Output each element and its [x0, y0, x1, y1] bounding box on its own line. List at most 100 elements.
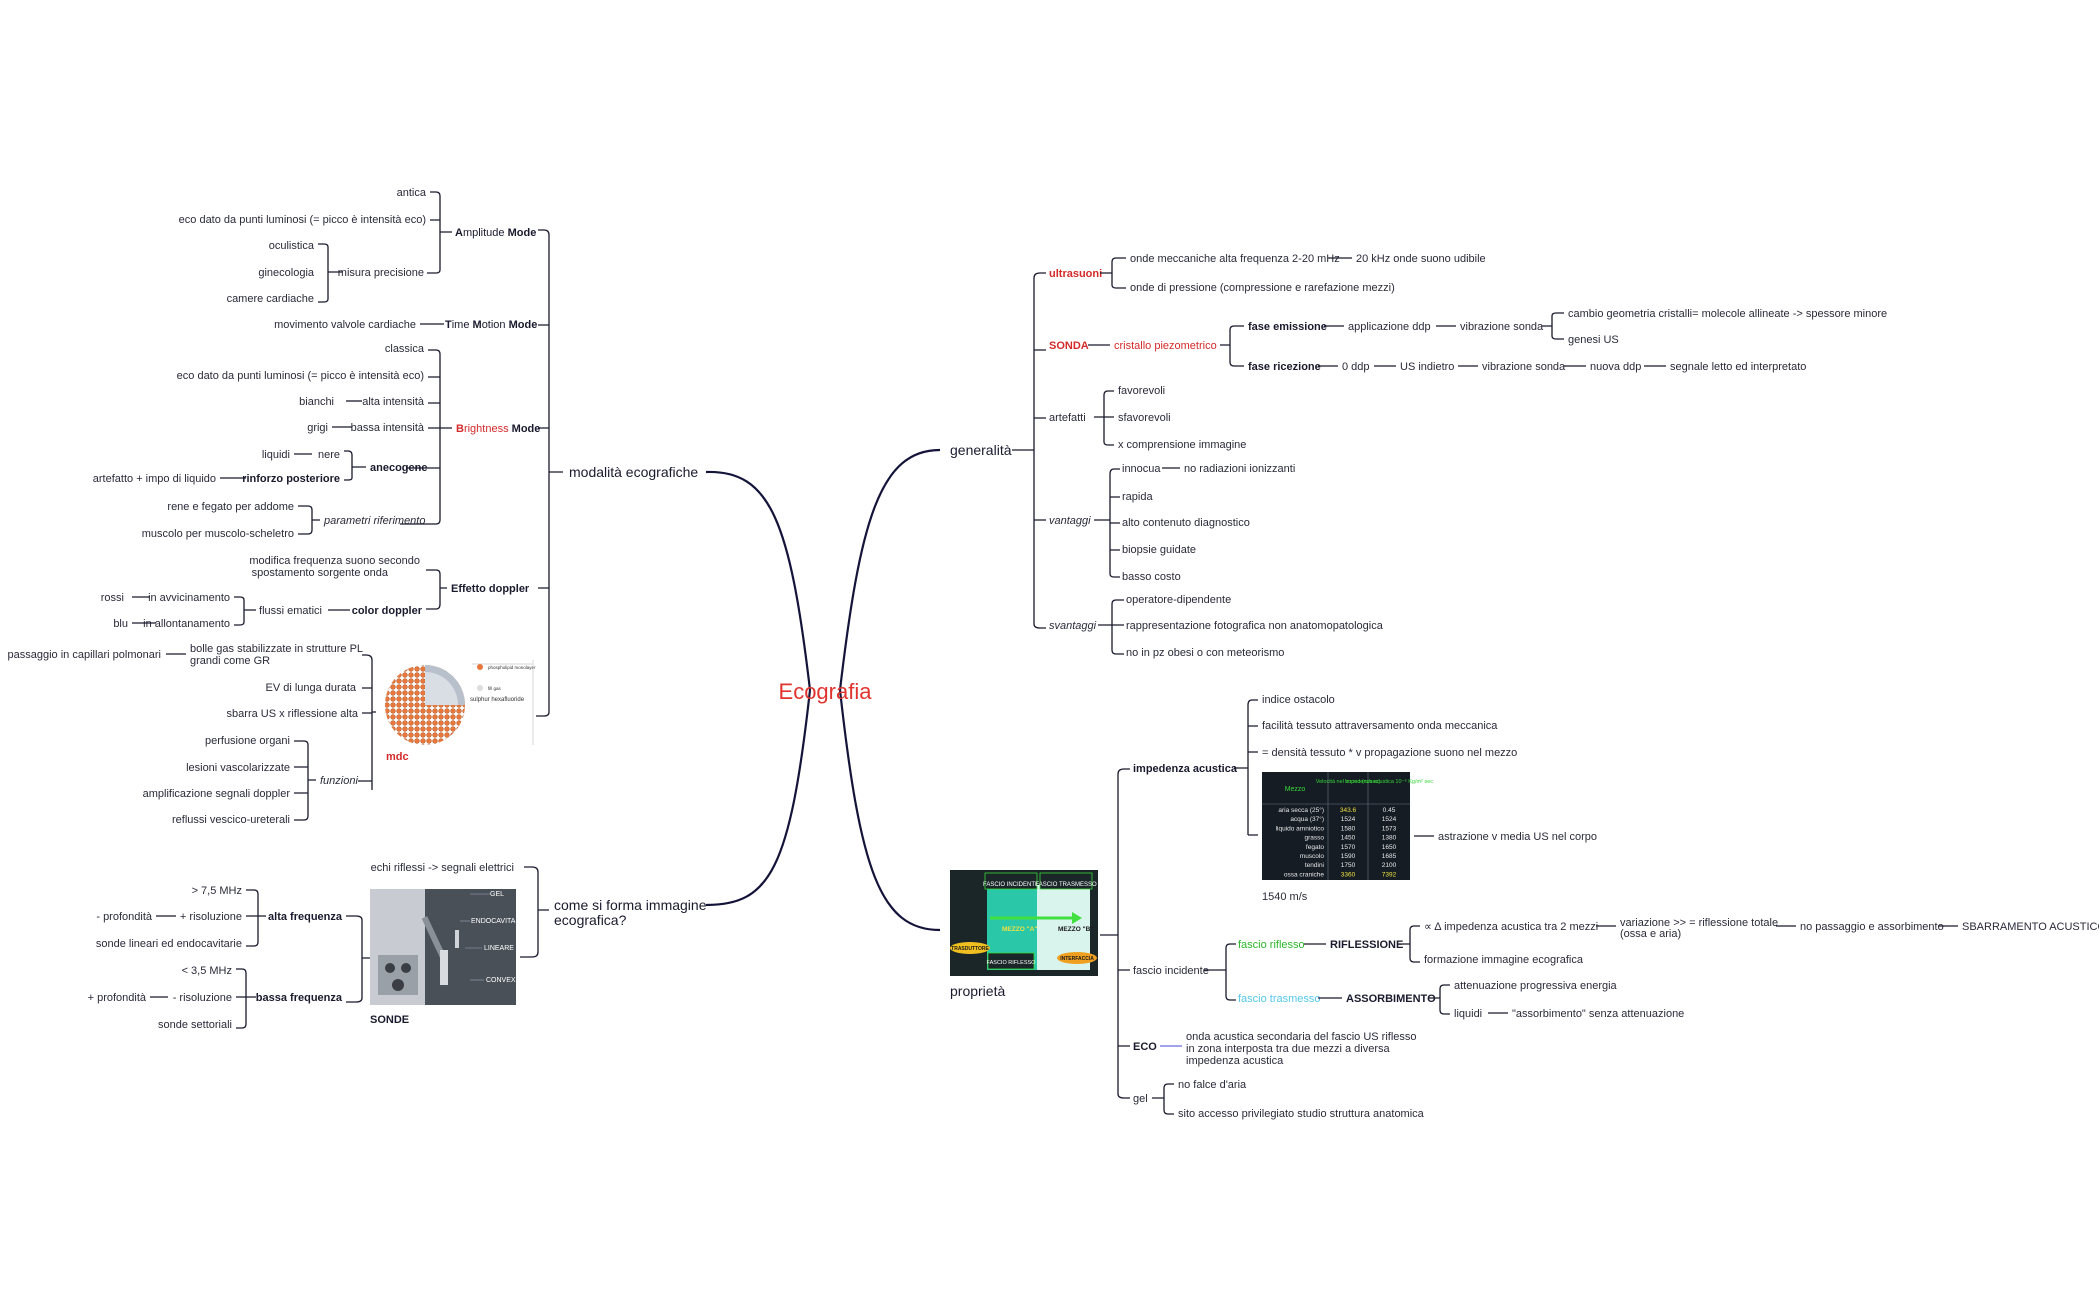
bassa-frequenza[interactable]: bassa frequenza: [256, 992, 343, 1004]
vantaggi-label[interactable]: vantaggi: [1049, 515, 1091, 527]
table-cell: aria secca (25°): [1278, 806, 1324, 814]
alta-sonde: sonde lineari ed endocavitarie: [96, 938, 242, 950]
sonde-img-convex: CONVEX: [486, 977, 516, 984]
sonda-cristallo: cristallo piezometrico: [1114, 340, 1217, 352]
doppler-rossi: rossi: [101, 592, 124, 604]
bmode-bassa: bassa intensità: [351, 422, 425, 434]
amode-item-1: antica: [397, 187, 427, 199]
bmode-classica: classica: [385, 343, 425, 355]
img-trasduttore: TRASDUTTORE: [951, 946, 989, 952]
sonde-label[interactable]: SONDE: [370, 1014, 409, 1026]
funz-item-1: perfusione organi: [205, 735, 290, 747]
bmode-eco: eco dato da punti luminosi (= picco è in…: [177, 370, 424, 382]
img-fascio-rifl: FASCIO RIFLESSO: [987, 960, 1037, 966]
table-header-3: Impedenza acustica 10⁻⁶ Kg/m² sec: [1345, 778, 1433, 785]
fascio-no-pass: no passaggio e assorbimento: [1800, 921, 1944, 933]
immagine-label-2[interactable]: ecografica?: [554, 912, 627, 928]
fascio-riflesso[interactable]: fascio riflesso: [1238, 939, 1305, 951]
bassa-meno: - risoluzione: [173, 992, 232, 1004]
eco-line-3: impedenza acustica: [1186, 1055, 1284, 1067]
vantaggi-innocua: innocua: [1122, 463, 1161, 475]
amode-misura: misura precisione: [338, 267, 424, 279]
tmmode-item: movimento valvole cardiache: [274, 319, 416, 331]
svantaggi-label[interactable]: svantaggi: [1049, 620, 1097, 632]
impedenza-label[interactable]: impedenza acustica: [1133, 763, 1238, 775]
amode-item-2: eco dato da punti luminosi (= picco è in…: [179, 214, 426, 226]
modalita-connectors: [376, 229, 563, 717]
table-header-1: Mezzo: [1285, 786, 1306, 793]
vantaggi-item-1: rapida: [1122, 491, 1153, 503]
fascio-riflessione[interactable]: RIFLESSIONE: [1330, 939, 1403, 951]
table-cell: 1450: [1341, 835, 1356, 842]
impedenza-astrazione: astrazione v media US nel corpo: [1438, 831, 1597, 843]
funz-item-3: amplificazione segnali doppler: [143, 788, 291, 800]
eco-label[interactable]: ECO: [1133, 1041, 1157, 1053]
sonda-label[interactable]: SONDA: [1049, 340, 1089, 352]
mdc-label[interactable]: mdc: [386, 751, 409, 763]
proprieta-label[interactable]: proprietà: [950, 983, 1005, 999]
artefatti-item-1: favorevoli: [1118, 385, 1165, 397]
generalita-label[interactable]: generalità: [950, 442, 1012, 458]
bmode-anecogene[interactable]: anecogene: [370, 462, 427, 474]
table-cell: 1570: [1341, 844, 1356, 851]
fascio-trasmesso[interactable]: fascio trasmesso: [1238, 993, 1321, 1005]
artefatti-item-2: sfavorevoli: [1118, 412, 1171, 424]
fascio-sbarr: SBARRAMENTO ACUSTICO: [1962, 921, 2099, 933]
gel-item-2: sito accesso privilegiato studio struttu…: [1178, 1108, 1425, 1120]
bmode-muscolo: muscolo per muscolo-scheletro: [142, 528, 294, 540]
doppler-modifica-1: modifica frequenza suono secondo: [249, 555, 420, 567]
bmode-parametri[interactable]: parametri riferimento: [323, 515, 425, 527]
table-cell: 1524: [1382, 816, 1397, 823]
mdc-sbarra: sbarra US x riflessione alta: [227, 708, 359, 720]
amode-label[interactable]: Amplitude Mode: [455, 227, 536, 239]
mdc-image: phospholipid monolayer fill gas sulphur …: [376, 660, 536, 745]
table-cell: 1685: [1382, 853, 1397, 860]
mdc-ev: EV di lunga durata: [265, 682, 356, 694]
ultrasuoni-onde-2: onde di pressione (compressione e rarefa…: [1130, 282, 1395, 294]
sonda-vibrazione: vibrazione sonda: [1460, 321, 1544, 333]
eco-line-2: in zona interposta tra due mezzi a diver…: [1186, 1043, 1390, 1055]
bmode-label[interactable]: Brightness Mode: [456, 423, 540, 435]
misura-item-2: ginecologia: [258, 267, 315, 279]
table-cell: 1573: [1382, 825, 1397, 832]
gel-label[interactable]: gel: [1133, 1093, 1148, 1105]
table-header-2: Velocità nel suono (m/sec): [1316, 779, 1381, 785]
impedenza-item-3: = densità tessuto * v propagazione suono…: [1262, 747, 1517, 759]
mdc-bolle-2: grandi come GR: [190, 655, 270, 667]
doppler-blu: blu: [113, 618, 128, 630]
artefatti-item-3: x comprensione immagine: [1118, 439, 1246, 451]
sonde-image: GEL ENDOCAVITARIA LINEARE CONVEX: [370, 889, 527, 1005]
ultrasuoni-label[interactable]: ultrasuoni: [1049, 268, 1102, 280]
alta-meno: - profondità: [96, 911, 153, 923]
svantaggi-item-2: rappresentazione fotografica non anatomo…: [1126, 620, 1384, 632]
table-cell: 2100: [1382, 862, 1397, 869]
doppler-color[interactable]: color doppler: [352, 605, 423, 617]
fascio-assorb[interactable]: ASSORBIMENTO: [1346, 993, 1436, 1005]
sonda-zero: 0 ddp: [1342, 361, 1370, 373]
vantaggi-no-rad: no radiazioni ionizzanti: [1184, 463, 1295, 475]
sonda-emissione[interactable]: fase emissione: [1248, 321, 1327, 333]
fascio-formazione: formazione immagine ecografica: [1424, 954, 1584, 966]
table-cell: 1650: [1382, 844, 1397, 851]
alta-frequenza[interactable]: alta frequenza: [268, 911, 343, 923]
vantaggi-item-3: biopsie guidate: [1122, 544, 1196, 556]
tmmode-label[interactable]: Time Motion Mode: [445, 319, 537, 331]
vantaggi-item-4: basso costo: [1122, 571, 1181, 583]
funz-item-4: reflussi vescico-ureterali: [172, 814, 290, 826]
mdc-funzioni[interactable]: funzioni: [320, 775, 358, 787]
root-title[interactable]: Ecografia: [779, 679, 873, 704]
sonda-ricezione[interactable]: fase ricezione: [1248, 361, 1321, 373]
artefatti-label[interactable]: artefatti: [1049, 412, 1086, 424]
fascio-label[interactable]: fascio incidente: [1133, 965, 1209, 977]
doppler-label[interactable]: Effetto doppler: [451, 583, 530, 595]
modalita-label[interactable]: modalità ecografiche: [569, 464, 698, 480]
fascio-liquidi: liquidi: [1454, 1008, 1482, 1020]
eco-line-1: onda acustica secondaria del fascio US r…: [1186, 1031, 1417, 1043]
bmode-rinforzo[interactable]: rinforzo posteriore: [242, 473, 340, 485]
mdc-img-label-1: phospholipid monolayer: [488, 665, 536, 670]
immagine-label-1[interactable]: come si forma immagine: [554, 897, 707, 913]
bmode-liquidi: liquidi: [262, 449, 290, 461]
table-cell: 1380: [1382, 835, 1397, 842]
bmode-artefatto: artefatto + impo di liquido: [93, 473, 216, 485]
